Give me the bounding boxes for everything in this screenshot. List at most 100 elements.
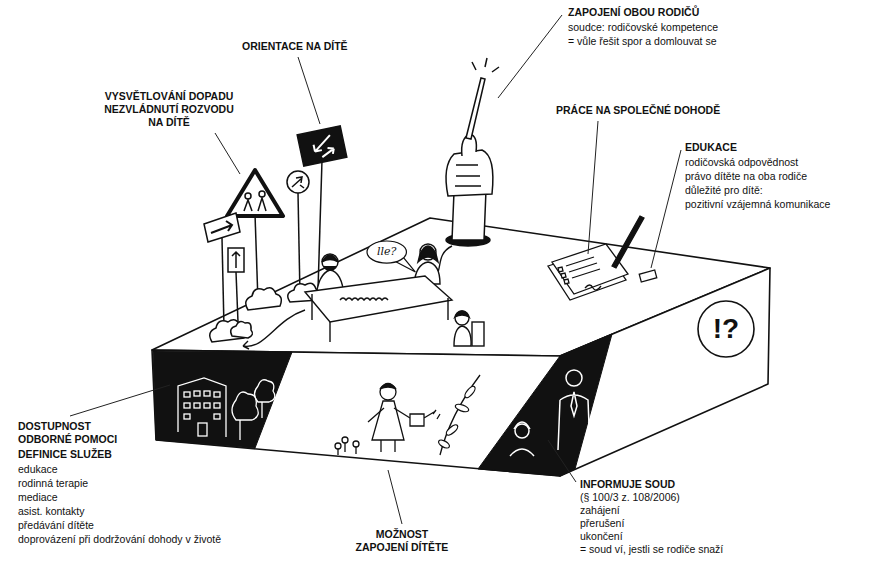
agreement-document [548, 216, 657, 300]
meeting-table [322, 255, 338, 271]
girl-gardening [342, 437, 348, 443]
girl-gardening [335, 375, 480, 455]
building-trees [232, 392, 258, 440]
callout-note: zahájení [580, 504, 620, 517]
platform-box [152, 218, 770, 476]
building-trees [214, 392, 220, 397]
callout-note: přerušení [580, 517, 624, 530]
girl-gardening [335, 443, 341, 449]
leader-line [70, 15, 681, 524]
agreement-document [612, 216, 644, 268]
callout-note: = vůle řešit spor a domlouvat se [568, 35, 717, 48]
leader-line [548, 440, 576, 482]
agreement-document [552, 244, 628, 294]
callout-note: (§ 100/3 z. 108/2006) [580, 491, 680, 504]
agreement-document [585, 285, 601, 290]
callout-note: edukace [18, 463, 58, 476]
building-trees [184, 414, 190, 419]
court-figures [515, 424, 529, 438]
agreement-document [558, 267, 569, 284]
bubble-outline [367, 241, 406, 263]
road-signs [312, 135, 335, 159]
dark-panel [478, 334, 612, 476]
road-signs [287, 171, 309, 193]
callout-note: důležité pro dítě: [685, 184, 763, 197]
road-signs [318, 160, 322, 290]
hand-with-pen [452, 190, 486, 240]
callout-note: mediace [18, 491, 58, 504]
girl-gardening [380, 384, 396, 400]
meeting-table [455, 311, 469, 317]
leader-line [388, 470, 402, 524]
meeting-table [472, 322, 484, 346]
road-signs [228, 248, 244, 272]
girl-gardening [380, 384, 396, 390]
callout-note: ukončení [580, 530, 623, 543]
leader-line [651, 150, 681, 268]
court-figures [558, 392, 590, 450]
meeting-table [243, 310, 305, 349]
circle-outline [698, 301, 754, 357]
girl-gardening [454, 403, 469, 413]
building-trees [204, 391, 210, 396]
callout-heading: MOŽNOST ZAPOJENÍ DÍTĚTE [352, 528, 452, 554]
road-signs [222, 238, 224, 328]
agreement-document [639, 270, 657, 282]
building-trees [194, 391, 200, 396]
road-signs [211, 221, 232, 233]
court-figures [566, 370, 582, 386]
road-signs [227, 170, 283, 216]
meeting-table [418, 246, 438, 262]
hand-with-pen [455, 165, 481, 186]
building-trees [184, 403, 190, 408]
node-text: !? [713, 314, 739, 345]
callout-heading: DEFINICE SLUŽEB [18, 448, 112, 461]
hand-with-pen [472, 58, 499, 72]
meeting-table [322, 254, 338, 270]
leader-line [298, 57, 320, 124]
dark-panel [153, 351, 292, 448]
road-signs [231, 322, 253, 338]
building-trees [214, 414, 220, 419]
meeting-table [455, 311, 469, 325]
callout-note: pozitivní vzájemná komunikace [685, 198, 830, 211]
dark-panel [153, 334, 612, 476]
meeting-table [454, 326, 471, 346]
hand-with-pen [446, 150, 493, 196]
hand-with-pen [446, 58, 499, 246]
building-trees [255, 380, 275, 418]
callout-heading: ORIENTACE NA DÍTĚ [242, 40, 348, 53]
building-trees [194, 403, 200, 408]
agreement-document [566, 257, 600, 278]
girl-gardening [410, 412, 434, 426]
meeting-table [312, 294, 448, 342]
callout-note: doprovázení při dodržování dohody v živo… [18, 533, 221, 546]
meeting-table [305, 276, 452, 322]
leader-line [70, 385, 170, 416]
road-signs [236, 272, 238, 322]
callout-heading: ZAPOJENÍ OBOU RODIČŮ [568, 6, 699, 19]
girl-gardening [368, 408, 410, 452]
callout-heading: EDUKACE [685, 141, 737, 154]
callout-note: předávání dítěte [18, 519, 94, 532]
callout-note: asist. kontakty [18, 505, 85, 518]
speech-bubble: lle? [366, 240, 407, 264]
callout-heading: PRÁCE NA SPOLEČNÉ DOHODĚ [556, 104, 720, 117]
leader-line [215, 133, 240, 174]
girl-gardening [437, 438, 450, 449]
girl-gardening [463, 385, 477, 400]
leader-line [498, 15, 562, 98]
building-trees [184, 392, 190, 397]
building-trees [204, 403, 210, 408]
question-circle: !? [697, 300, 755, 358]
callout-heading: VYSVĚTLOVÁNÍ DOPADU NEZVLÁDNUTÍ ROZVODU … [100, 90, 238, 129]
girl-gardening [353, 441, 359, 447]
road-signs [244, 198, 266, 211]
callout-note: rodinná terapie [18, 477, 88, 490]
road-signs [297, 126, 347, 166]
road-signs [204, 213, 240, 242]
callout-note: soudce: rodičovské kompetence [568, 21, 718, 34]
road-signs [292, 177, 304, 188]
